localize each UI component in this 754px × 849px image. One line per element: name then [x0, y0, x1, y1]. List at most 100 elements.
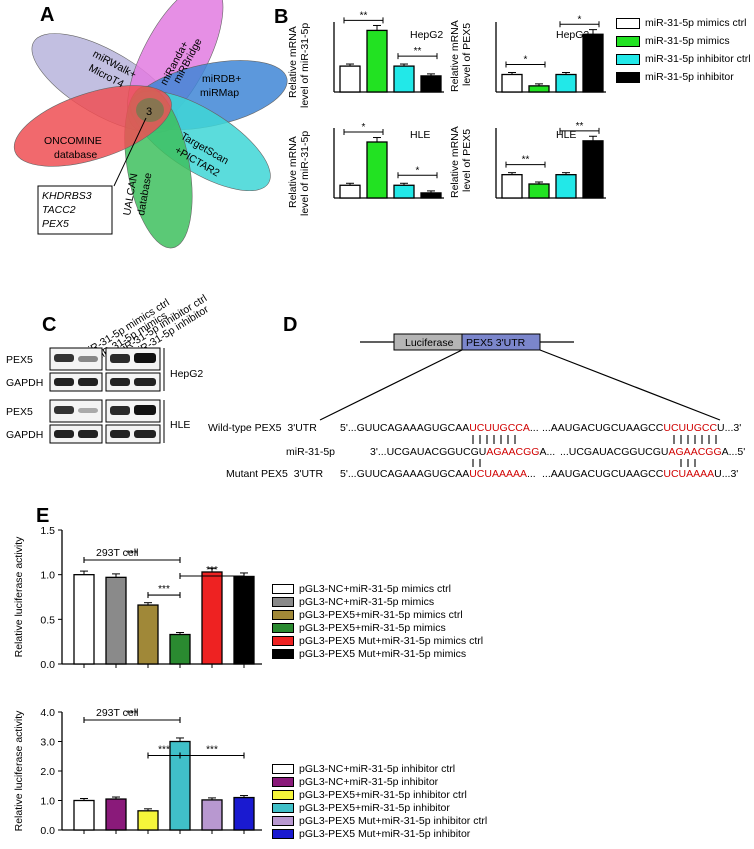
y-axis-label: Relative luciferase activity [13, 536, 25, 658]
bar [105, 798, 127, 831]
gene-list-box [37, 185, 113, 235]
b-ylabel-2a: Relative mRNA [449, 20, 461, 92]
bar [555, 174, 577, 199]
utr-box [461, 333, 541, 351]
mir-seq-1: 3'...UCGAUACGGUCGUAGAACGGA... [370, 446, 556, 458]
legend-item: miR-31-5p inhibitor [616, 68, 751, 86]
blot-images [49, 347, 161, 444]
legend-swatch [616, 53, 640, 65]
bar [73, 574, 95, 665]
panel-label-d: D [283, 314, 298, 336]
legend-swatch [272, 802, 294, 813]
venn-center [136, 98, 164, 122]
bar [501, 174, 523, 199]
cell-label: HepG2 [410, 29, 443, 41]
chart-title: 293T cell [96, 707, 138, 719]
bar [582, 140, 604, 199]
petal-label-3a: miRDB+ [202, 73, 241, 85]
legend-label: pGL3-NC+miR-31-5p inhibitor ctrl [299, 762, 456, 775]
gene-3: PEX5 [42, 218, 69, 230]
y-tick-label: 3.0 [40, 737, 55, 749]
bar [582, 33, 604, 93]
mut-seq-1: 5'...GUUCAGAAAGUGCAAUCUAAAAA... [340, 468, 536, 480]
legend-label: pGL3-NC+miR-31-5p mimics [299, 595, 435, 608]
petal-label-6b: database [54, 149, 97, 161]
base-pair-lines [472, 435, 717, 444]
legend-swatch [616, 35, 640, 47]
row-label-2: GAPDH [6, 377, 43, 389]
bar [339, 184, 361, 199]
row-label-3: PEX5 [6, 406, 33, 418]
legend-swatch [272, 583, 294, 594]
sig-label: *** [126, 709, 138, 720]
bar [105, 576, 127, 665]
legend-swatch [272, 763, 294, 774]
legend-item: pGL3-NC+miR-31-5p inhibitor ctrl [272, 762, 487, 775]
legend-item: miR-31-5p inhibitor ctrl [616, 50, 751, 68]
y-tick-label: 4.0 [40, 707, 55, 719]
construct-diagram: Luciferase PEX5 3'UTR [319, 333, 721, 421]
utr-label: PEX5 3'UTR [466, 337, 526, 349]
y-axis-label: Relative luciferase activity [13, 710, 25, 832]
bar [233, 575, 255, 665]
sig-label: *** [158, 745, 170, 756]
legend-label: pGL3-PEX5+miR-31-5p mimics [299, 621, 446, 634]
sig-label: *** [206, 565, 218, 576]
legend-swatch [272, 789, 294, 800]
panel-b-legend: miR-31-5p mimics ctrl miR-31-5p mimics m… [616, 14, 751, 86]
legend-swatch [272, 648, 294, 659]
gene-2: TACC2 [42, 204, 76, 216]
y-tick-label: 1.0 [40, 796, 55, 808]
bar [420, 75, 442, 93]
venn-petal-6 [13, 85, 172, 167]
mut-pair-lines [472, 459, 696, 467]
legend-swatch [272, 828, 294, 839]
cell-label: HLE [410, 129, 430, 141]
legend-label: pGL3-PEX5+miR-31-5p mimics ctrl [299, 608, 463, 621]
b-ylabel-1a: Relative mRNA [287, 26, 299, 98]
y-tick-label: 0.5 [40, 614, 55, 626]
panel-label-c: C [42, 314, 57, 336]
legend-item: pGL3-PEX5 Mut+miR-31-5p inhibitor [272, 827, 487, 840]
sig-label: * [524, 55, 528, 66]
row-label-1: PEX5 [6, 354, 33, 366]
legend-item: miR-31-5p mimics [616, 32, 751, 50]
legend-swatch [272, 609, 294, 620]
legend-item: pGL3-PEX5+miR-31-5p inhibitor ctrl [272, 788, 487, 801]
mir-seq-2: ...UCGAUACGGUCGUAGAACGGA...5' [560, 446, 746, 458]
bar [137, 604, 159, 665]
legend-item: pGL3-NC+miR-31-5p inhibitor [272, 775, 487, 788]
cell-label: HepG2 [556, 29, 589, 41]
gene-1: KHDRBS3 [42, 190, 92, 202]
b-ylabel-1b: level of miR-31-5p [299, 23, 311, 108]
panel-b-charts: HepG2**** HepG2** HLE** HLE**** Relative… [287, 10, 606, 216]
wt-label: Wild-type PEX5 3'UTR [208, 422, 317, 434]
petal-label-6a: ONCOMINE [44, 135, 102, 147]
legend-swatch [272, 596, 294, 607]
bar [339, 65, 361, 93]
y-tick-label: 0.0 [40, 825, 55, 837]
venn-center-count: 3 [146, 106, 152, 118]
panel-label-a: A [40, 4, 55, 26]
row-label-4: GAPDH [6, 429, 43, 441]
b-ylabel-3a: Relative mRNA [287, 136, 299, 208]
wt-seq-1: 5'...GUUCAGAAAGUGCAAUCUUGCCA... [340, 422, 539, 434]
legend-swatch [272, 622, 294, 633]
legend-label: pGL3-NC+miR-31-5p inhibitor [299, 775, 439, 788]
chart-title: 293T cell [96, 547, 138, 559]
cell-label: HLE [556, 129, 576, 141]
bar [366, 29, 388, 93]
bar [528, 183, 550, 199]
b-ylabel-2b: level of PEX5 [461, 23, 473, 86]
b-ylabel-3b: level of miR-31-5p [299, 131, 311, 216]
legend-label: pGL3-PEX5+miR-31-5p inhibitor [299, 801, 450, 814]
legend-swatch [272, 776, 294, 787]
y-tick-label: 1.5 [40, 525, 55, 537]
y-tick-label: 0.0 [40, 659, 55, 671]
bar [233, 796, 255, 831]
legend-item: pGL3-NC+miR-31-5p mimics ctrl [272, 582, 483, 595]
bar [201, 571, 223, 665]
legend-label: pGL3-PEX5 Mut+miR-31-5p inhibitor [299, 827, 471, 840]
